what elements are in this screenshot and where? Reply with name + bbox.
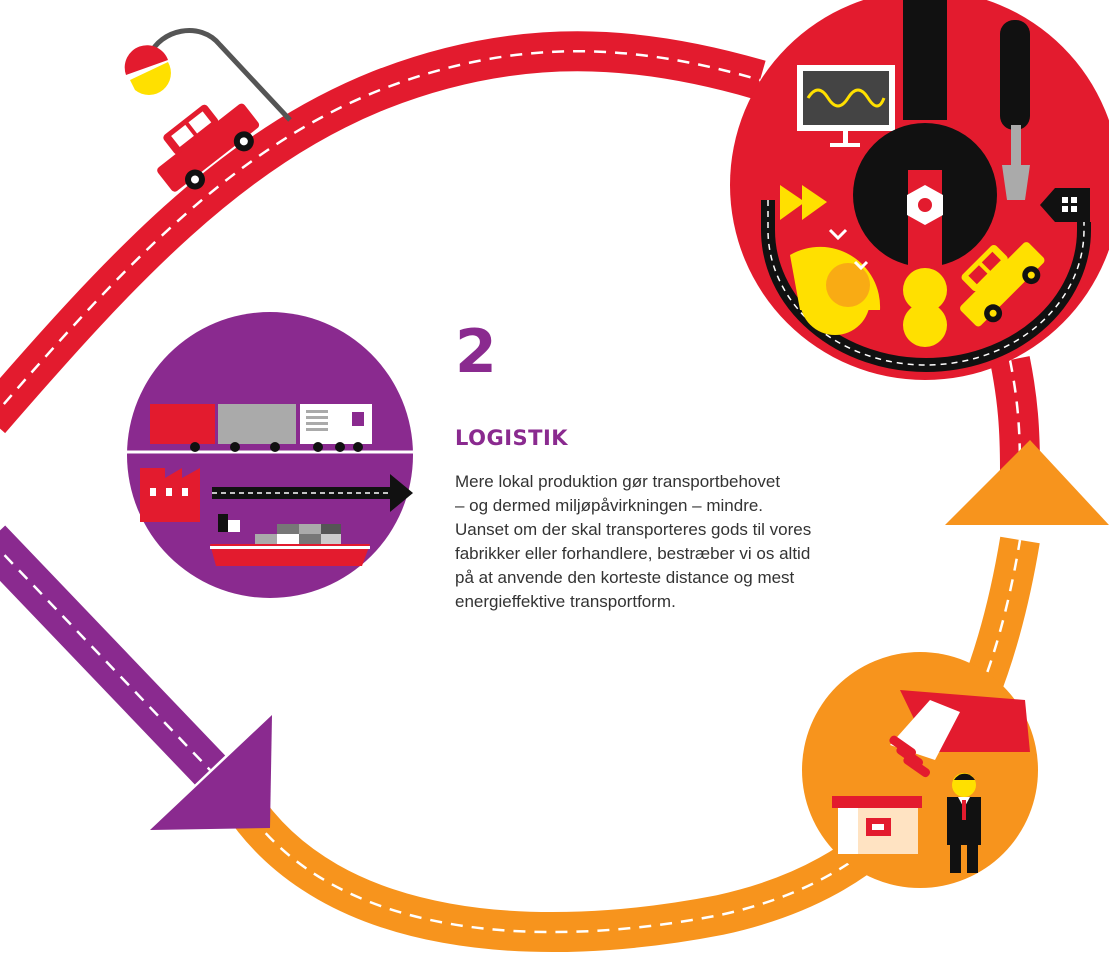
house-icon [1040,188,1090,222]
description-line: – og dermed miljøpåvirkningen – mindre. [455,496,764,515]
step-description: Mere lokal produktion gør transportbehov… [455,470,975,614]
factory-icon [140,468,200,522]
retail-circle [802,652,1038,888]
description-line: på at anvende den korteste distance og m… [455,568,795,587]
handshake-icon [889,700,960,778]
car-icon [960,242,1045,327]
street-lamp-icon [124,28,292,122]
truck-icon [150,404,372,452]
fast-forward-icon [780,185,827,220]
wrench-icon [853,0,997,310]
purple-arrow-head [150,715,272,830]
description-line: Mere lokal produktion gør transportbehov… [455,472,781,491]
arrow-icon [212,474,413,512]
orange-arrow-head [945,440,1109,525]
production-circle [730,0,1109,380]
description-line: energieffektive transportform. [455,592,676,611]
step-number: 2 [455,317,497,387]
screwdriver-icon [1000,20,1030,200]
salesman-icon [947,773,981,873]
monitor-icon [797,65,895,147]
car-icon [157,103,260,192]
description-line: Uanset om der skal transporteres gods ti… [455,520,812,539]
shop-icon [832,796,922,854]
logistics-circle [127,312,413,598]
step-title: LOGISTIK [455,426,569,450]
ship-icon [210,514,370,566]
description-line: fabrikker eller forhandlere, bestræber v… [455,544,811,563]
purple-road [0,525,226,785]
